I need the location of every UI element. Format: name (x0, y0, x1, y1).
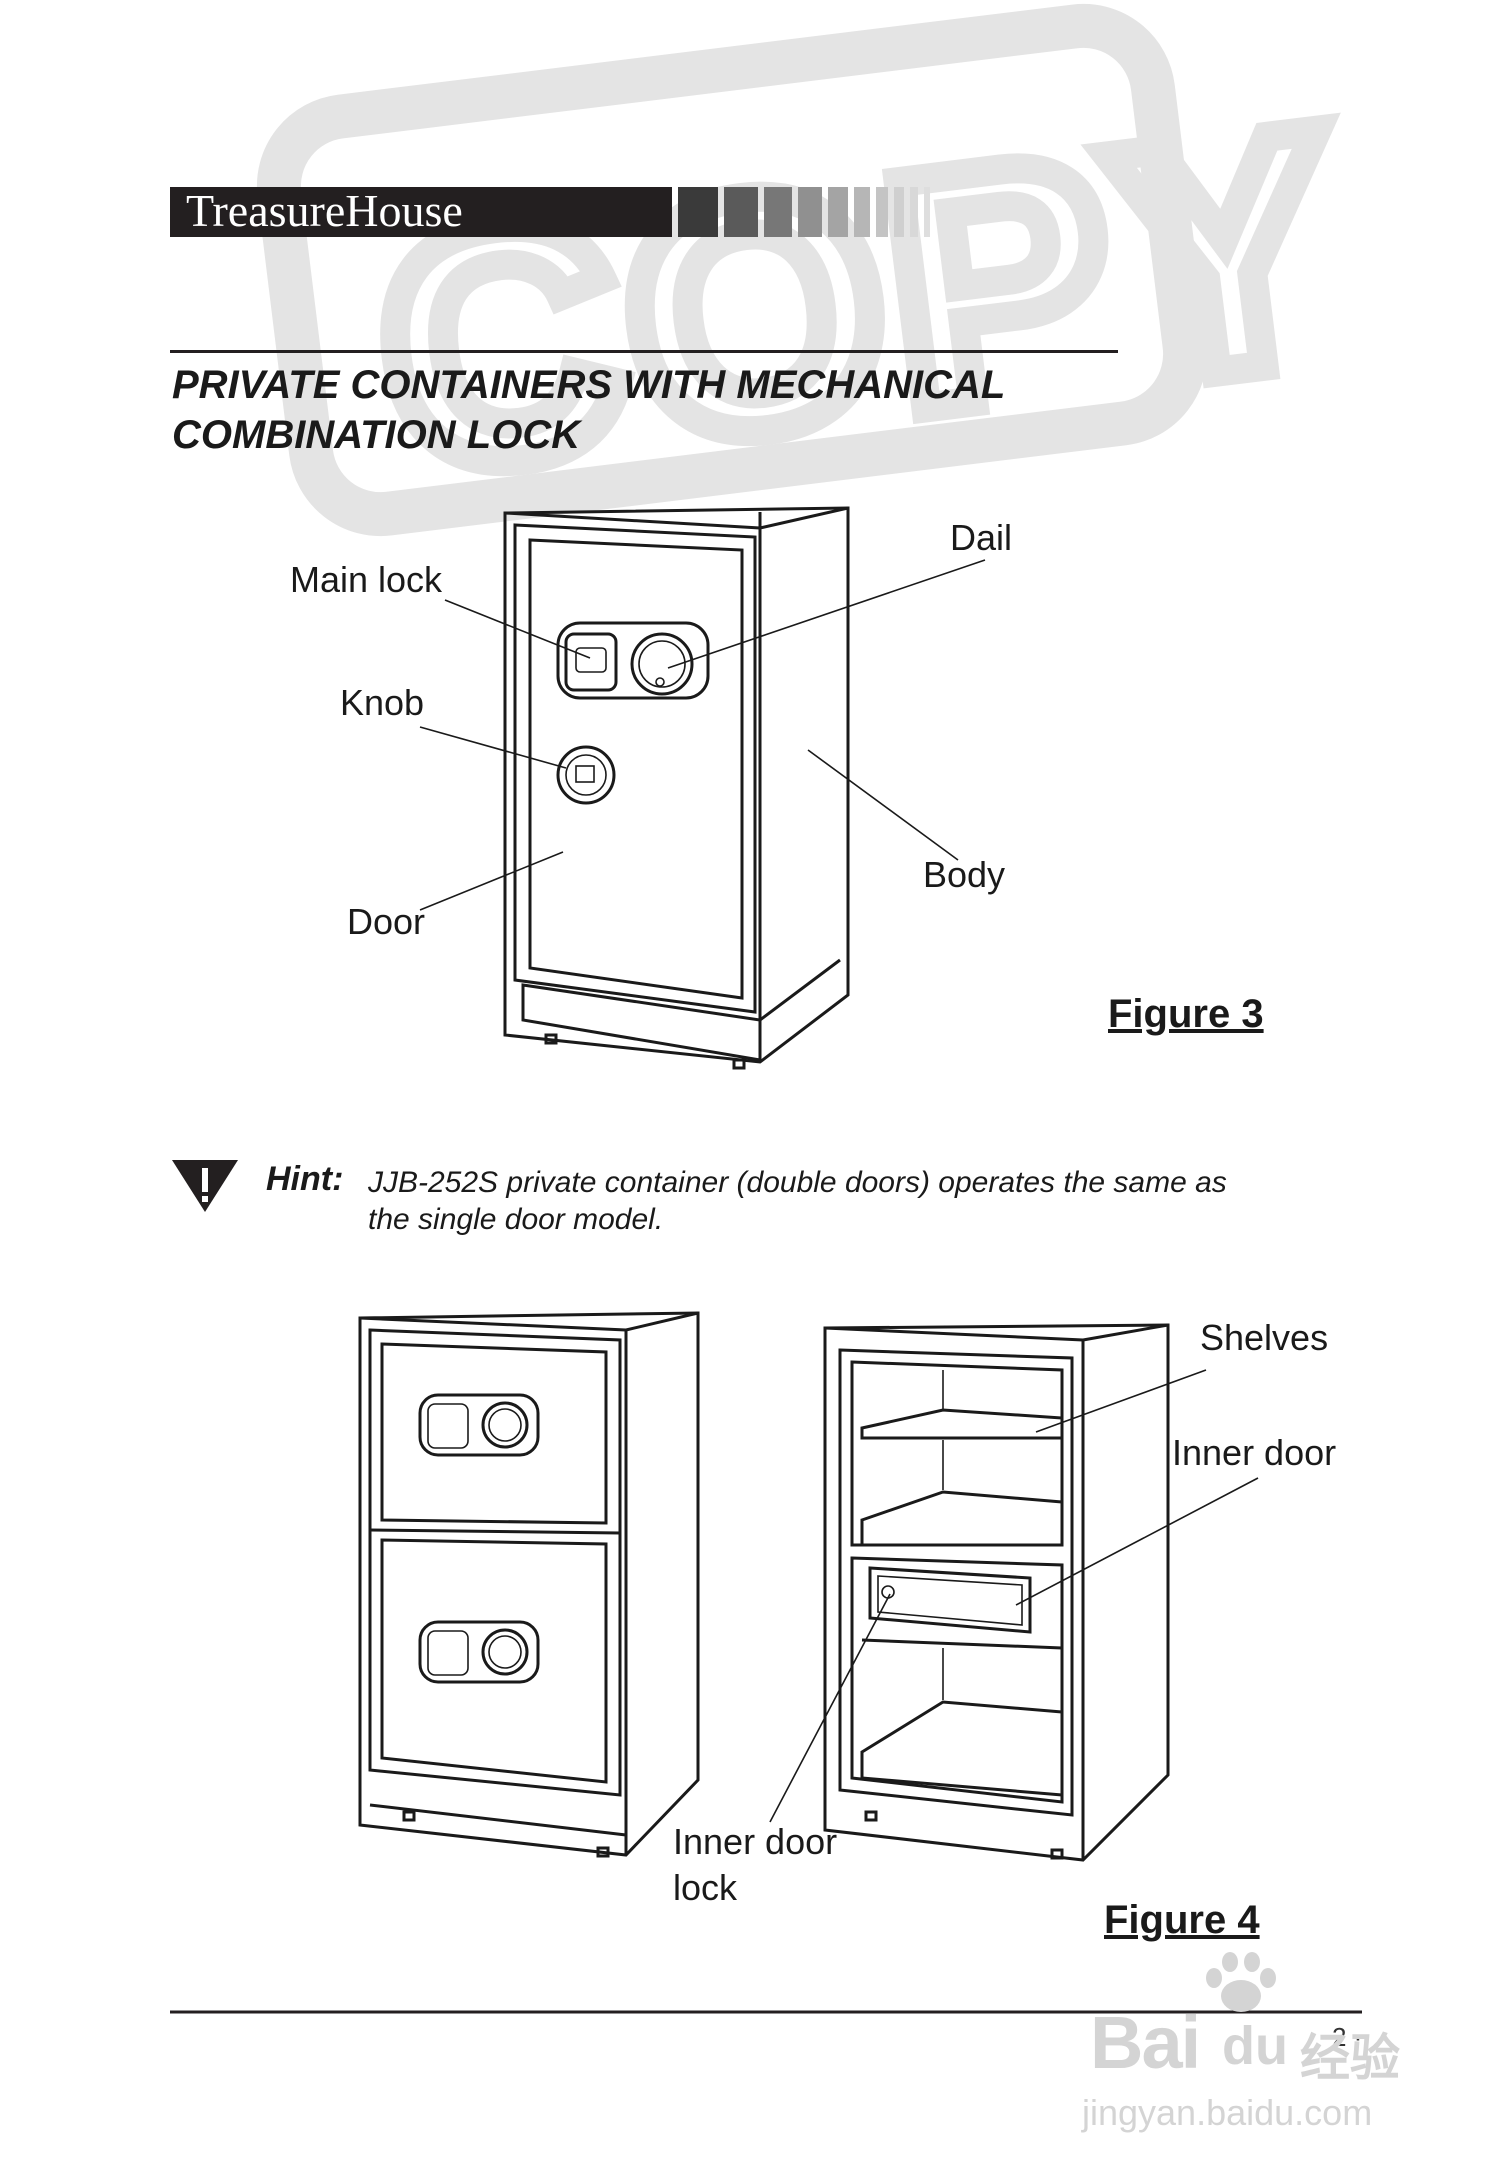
section-title-line2: COMBINATION LOCK (172, 413, 581, 457)
brand-name: TreasureHouse (186, 185, 463, 236)
label-dail: Dail (950, 517, 1013, 558)
figure3-caption: Figure 3 (1108, 992, 1264, 1036)
hint-text-line2: the single door model. (368, 1203, 664, 1236)
warning-icon (172, 1160, 238, 1212)
label-inner-door-lock-line2: lock (673, 1867, 738, 1908)
header-stripe (924, 187, 930, 237)
label-door: Door (347, 901, 426, 942)
header-stripe (798, 187, 822, 237)
header-stripe (678, 187, 718, 237)
header-stripe (854, 187, 870, 237)
header-stripe (828, 187, 848, 237)
label-inner-door-lock-line1: Inner door (673, 1821, 838, 1862)
header-stripe (876, 187, 888, 237)
label-shelves: Shelves (1200, 1317, 1329, 1358)
baidu-cn-watermark: 经验 (1300, 2030, 1400, 2086)
figure4-caption: Figure 4 (1104, 1898, 1260, 1942)
label-inner-door: Inner door (1172, 1432, 1337, 1473)
baidu-url-watermark: jingyan.baidu.com (1082, 2092, 1373, 2133)
header-stripe (764, 187, 792, 237)
label-body: Body (923, 854, 1006, 895)
header-stripe (724, 187, 758, 237)
title-rule (170, 350, 1118, 353)
header-stripe (894, 187, 904, 237)
section-title-line1: PRIVATE CONTAINERS WITH MECHANICAL (172, 363, 1006, 407)
header-stripe (910, 187, 918, 237)
section-title: PRIVATE CONTAINERS WITH MECHANICAL COMBI… (172, 360, 1005, 460)
baidu-watermark: Bai (1090, 2001, 1201, 2084)
hint-text: JJB-252S private container (double doors… (368, 1164, 1328, 1238)
page-number: 2 · (1332, 2022, 1363, 2052)
baidu-du-watermark: du (1222, 2016, 1288, 2076)
hint-text-line1: JJB-252S private container (double doors… (368, 1166, 1227, 1199)
brand-bar (170, 187, 672, 237)
label-knob: Knob (340, 682, 425, 723)
label-main-lock: Main lock (290, 559, 443, 600)
paw-icon (1206, 1952, 1276, 2012)
hint-label: Hint: (266, 1160, 344, 1198)
